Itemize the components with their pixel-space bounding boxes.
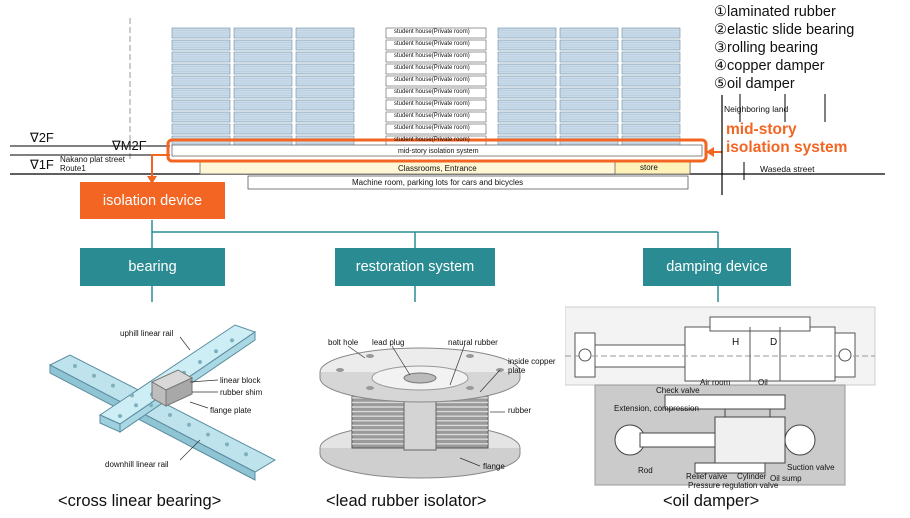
rail-hole <box>130 393 134 398</box>
callout-arrow-head <box>706 147 714 157</box>
store-label: store <box>640 163 658 172</box>
level-m2f-label: ∇M2F <box>112 138 147 153</box>
rail-hole <box>73 364 77 368</box>
neighboring-land-label: Neighboring land <box>724 104 789 114</box>
room-block <box>385 75 487 87</box>
floor-label: student house(Private room) <box>394 101 470 107</box>
oil-sump-label: Oil sump <box>770 474 802 483</box>
legend-item-4: ④copper damper <box>714 58 825 74</box>
machine-room-box <box>247 175 689 190</box>
rail-hole <box>214 349 218 354</box>
floor-label: student house(Private room) <box>394 29 470 35</box>
oil-label: Oil <box>758 378 768 387</box>
rail-hole <box>118 414 122 418</box>
legend-item-1: ①laminated rubber <box>714 4 836 20</box>
room-block <box>385 111 487 123</box>
isolation-highlight <box>166 138 708 163</box>
lead-plug-label: lead plug <box>372 338 405 347</box>
rail-hole <box>187 422 191 427</box>
rail-hole <box>134 403 138 408</box>
bearing-box: bearing <box>80 248 225 286</box>
isolation-device-box: isolation device <box>80 182 225 219</box>
rail-hole <box>168 413 172 417</box>
rail-hole <box>225 442 229 447</box>
street-label: Nakano plat street <box>60 155 125 164</box>
oil-damper-illustration <box>565 306 876 486</box>
rail-hole <box>149 403 153 408</box>
check-valve-label: Check valve <box>656 386 700 395</box>
lead-rubber-isolator-illustration <box>319 343 521 479</box>
tree-connectors <box>151 220 719 302</box>
floor-label: student house(Private room) <box>394 53 470 59</box>
route-label: Route1 <box>60 164 86 173</box>
inside-copper-plate-label: inside copper plate <box>508 357 556 375</box>
air-room-label: Air room <box>700 378 731 387</box>
natural-rubber-label: natural rubber <box>448 338 498 347</box>
linear-block-label: linear block <box>220 376 261 385</box>
level-1f-label: ∇1F <box>30 157 54 172</box>
restoration-system-box: restoration system <box>335 248 495 286</box>
suction-valve-label: Suction valve <box>787 463 835 472</box>
dim-h-label: H <box>732 337 740 348</box>
room-block <box>385 63 487 75</box>
classrooms-label: Classrooms, Entrance <box>398 164 477 173</box>
callout-line-1: mid-story <box>726 121 797 138</box>
relief-valve-label: Relief valve <box>686 472 728 481</box>
rail-hole <box>244 452 248 457</box>
room-block <box>385 27 487 39</box>
callout-line-2: isolation system <box>726 139 848 156</box>
damping-device-box: damping device <box>643 248 791 286</box>
floor-label: student house(Private room) <box>394 41 470 47</box>
bolt-hole-label: bolt hole <box>328 338 359 347</box>
room-block <box>385 123 487 135</box>
window-blocks <box>171 27 681 147</box>
rail-hole <box>198 360 202 364</box>
machine-room-label: Machine room, parking lots for cars and … <box>352 178 524 187</box>
device-arrow-head <box>147 176 157 184</box>
pressure-regulation-valve-label: Pressure regulation valve <box>688 481 779 490</box>
flange-label: flange <box>483 462 505 471</box>
building-section <box>10 18 885 195</box>
floor-label: student house(Private room) <box>394 65 470 71</box>
isolation-floor <box>171 144 703 157</box>
floor-label: student house(Private room) <box>394 113 470 119</box>
room-block <box>385 51 487 63</box>
lead-rubber-isolator-caption: <lead rubber isolator> <box>326 492 487 510</box>
legend-item-5: ⑤oil damper <box>714 76 795 92</box>
extension-compression-label: Extension, compression <box>614 404 699 413</box>
rubber-label: rubber <box>508 406 532 415</box>
cylinder-label: Cylinder <box>737 472 767 481</box>
downhill-rail-label: downhill linear rail <box>105 460 169 469</box>
floor-label: student house(Private room) <box>394 137 470 143</box>
rubber-shim-label: rubber shim <box>220 388 263 397</box>
room-block <box>385 99 487 111</box>
isolation-callout: mid-story isolation system <box>726 121 847 157</box>
cross-linear-bearing-illustration <box>48 324 277 481</box>
rod-label: Rod <box>638 466 653 475</box>
level-2f-label: ∇2F <box>30 130 54 145</box>
dim-d-label: D <box>770 337 778 348</box>
legend-item-2: ②elastic slide bearing <box>714 22 855 38</box>
rail-hole <box>230 338 234 343</box>
room-block <box>385 39 487 51</box>
oil-damper-caption: <oil damper> <box>663 492 760 510</box>
waseda-street-label: Waseda street <box>760 164 815 174</box>
floor-label: student house(Private room) <box>394 89 470 95</box>
rail-hole <box>111 383 115 388</box>
floor-label: student house(Private room) <box>394 125 470 131</box>
legend-item-3: ③rolling bearing <box>714 40 819 56</box>
rail-hole <box>206 432 210 437</box>
floor-label: student house(Private room) <box>394 77 470 83</box>
isolation-floor-label: mid-story isolation system <box>398 148 479 155</box>
flange-plate-label: flange plate <box>210 406 252 415</box>
device-arrow-line <box>151 154 170 176</box>
uphill-rail-label: uphill linear rail <box>120 329 174 338</box>
cross-linear-bearing-caption: <cross linear bearing> <box>58 492 222 510</box>
rail-hole <box>92 373 96 378</box>
room-block <box>385 87 487 99</box>
